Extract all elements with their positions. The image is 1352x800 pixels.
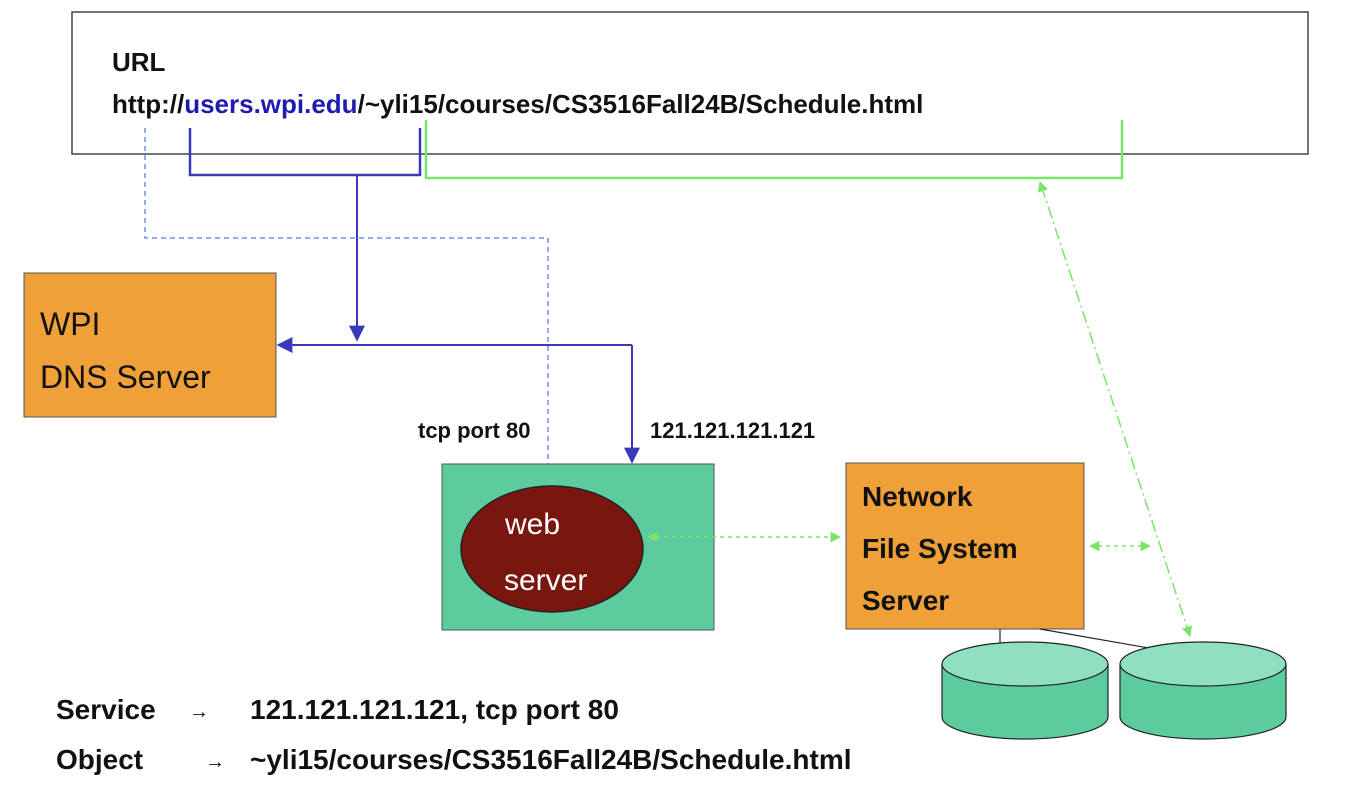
dns-server-line2: DNS Server: [40, 359, 211, 395]
nfs-server-line2: File System: [862, 533, 1018, 564]
url-scheme: http://: [112, 89, 184, 119]
url-path: ~yli15/courses/CS3516Fall24B/Schedule.ht…: [365, 89, 924, 119]
object-arrow: →: [205, 751, 225, 773]
web-server-ellipse: [460, 485, 644, 613]
web-server-line1: web: [504, 508, 560, 541]
object-label: Object: [56, 744, 143, 775]
disk-2: [1119, 641, 1287, 740]
ip-address-label: 121.121.121.121: [650, 418, 815, 443]
path-bracket: [424, 120, 1124, 180]
nfs-disk2-connector: [1039, 628, 1161, 651]
object-value: ~yli15/courses/CS3516Fall24B/Schedule.ht…: [250, 744, 852, 775]
web-server-line2: server: [504, 564, 587, 597]
nfs-server-line1: Network: [862, 481, 973, 512]
url-box: [71, 11, 1309, 155]
disk-1: [941, 641, 1109, 740]
url-slash: /: [358, 89, 365, 119]
tcp-port-label: tcp port 80: [418, 418, 530, 443]
nfs-server-line3: Server: [862, 585, 949, 616]
url-text: http://users.wpi.edu/~yli15/courses/CS35…: [112, 89, 923, 119]
dns-server-line1: WPI: [40, 306, 100, 342]
url-host: users.wpi.edu: [184, 89, 357, 119]
disk-path-dashdot-line: [1037, 181, 1193, 637]
host-bracket: [188, 128, 422, 177]
service-label: Service: [56, 694, 156, 725]
service-value: 121.121.121.121, tcp port 80: [250, 694, 619, 725]
nfs-server-box: [845, 462, 1085, 630]
service-arrow: →: [189, 701, 209, 723]
url-label: URL: [112, 47, 166, 77]
dns-server-box: [23, 272, 277, 418]
scheme-dashed-line: [144, 128, 554, 486]
